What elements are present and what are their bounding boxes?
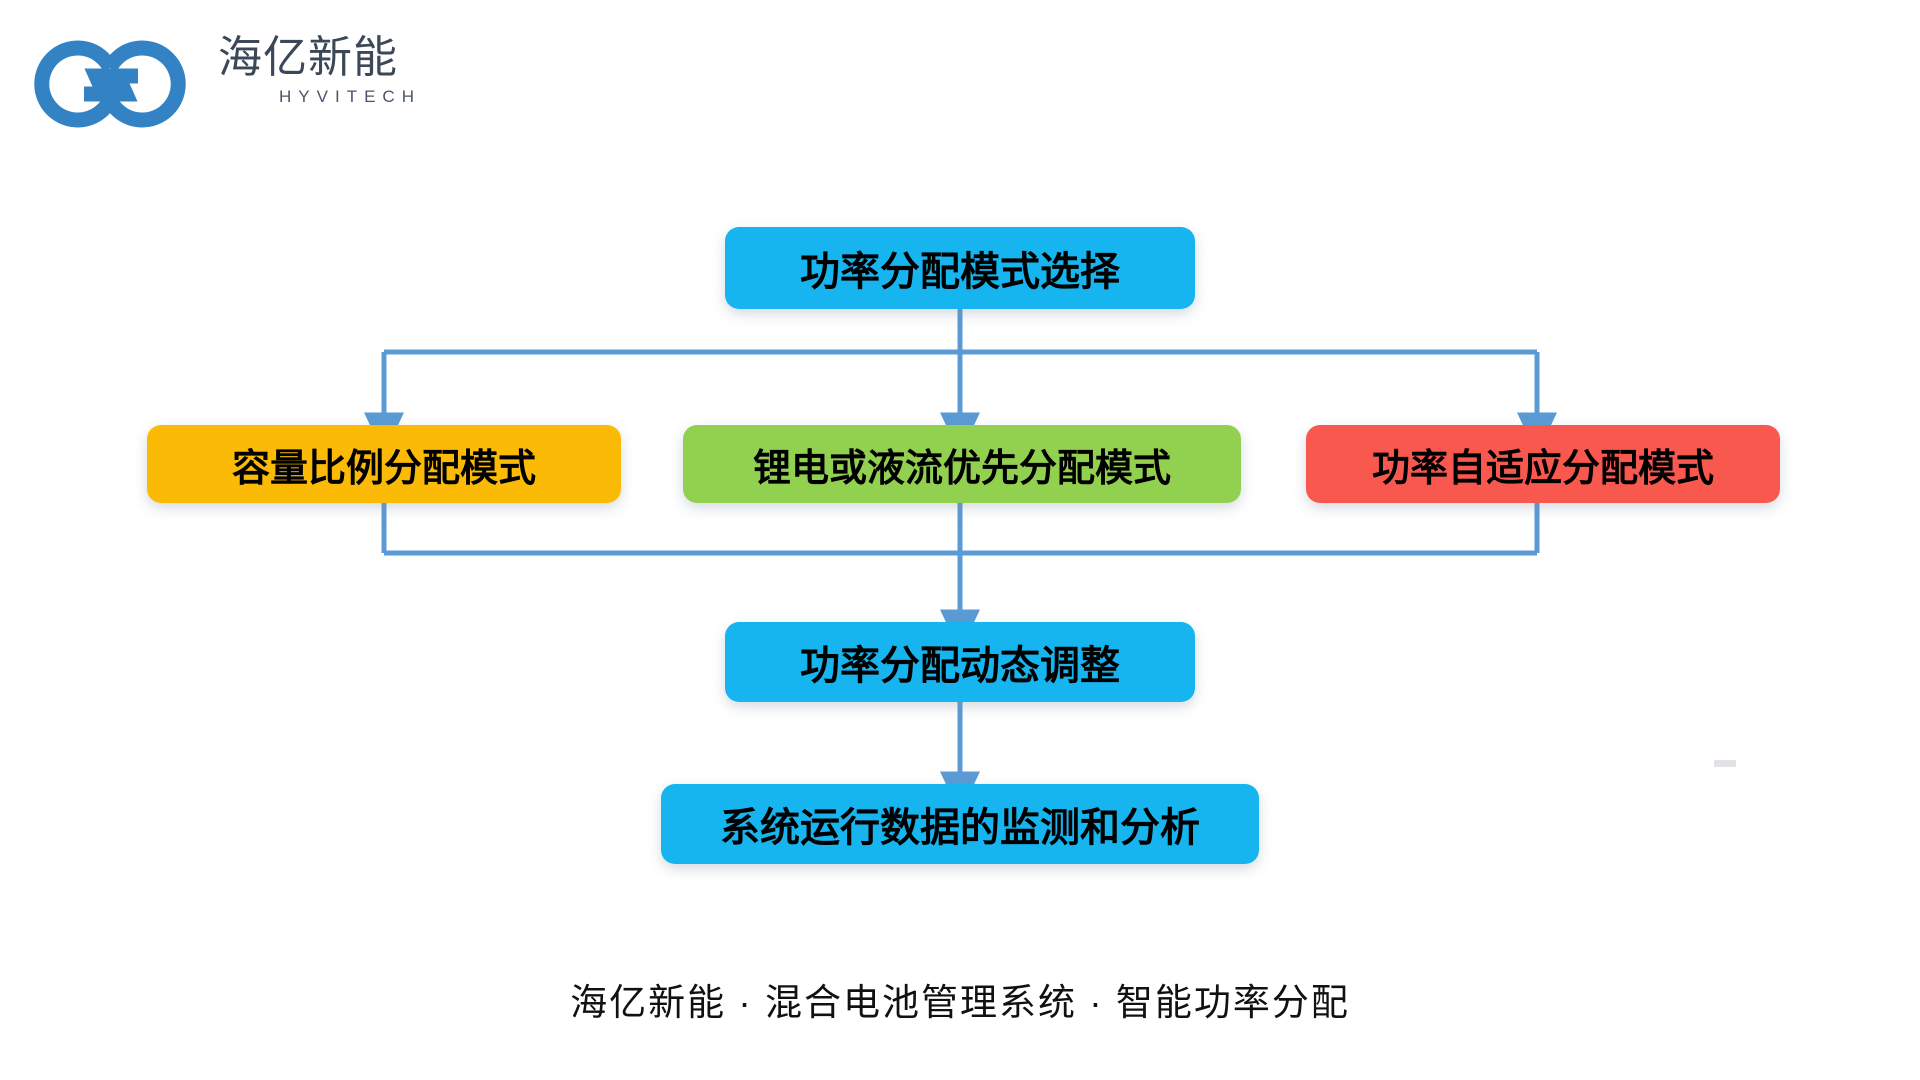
brand-name-cn: 海亿新能 [218, 33, 398, 82]
flow-node-power-adaptive-allocation-mode[interactable]: 功率自适应分配模式 [1306, 425, 1780, 503]
brand-name-en: HYVITECH [279, 87, 421, 106]
flow-node-dynamic-power-allocation-adjustment[interactable]: 功率分配动态调整 [725, 622, 1195, 702]
brand-wordmark: 海亿新能 HYVITECH [218, 32, 478, 108]
infinity-link-logo-icon [22, 32, 198, 136]
flow-node-power-allocation-mode-selection[interactable]: 功率分配模式选择 [725, 227, 1195, 309]
flow-node-lithium-or-flow-priority-allocation-mode[interactable]: 锂电或液流优先分配模式 [683, 425, 1241, 503]
footer-caption: 海亿新能 · 混合电池管理系统 · 智能功率分配 [570, 982, 1350, 1023]
flow-node-capacity-ratio-allocation-mode[interactable]: 容量比例分配模式 [147, 425, 621, 503]
flow-node-system-operation-data-monitoring-analysis[interactable]: 系统运行数据的监测和分析 [661, 784, 1259, 864]
brand-header: 海亿新能 HYVITECH [22, 18, 482, 140]
scan-artifact [1714, 760, 1736, 767]
